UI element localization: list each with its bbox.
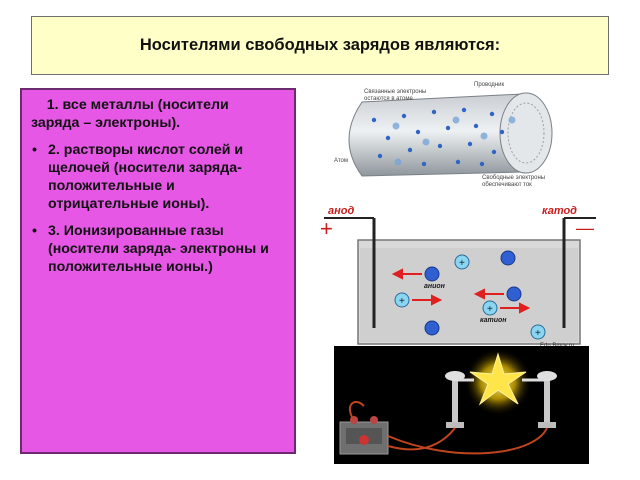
list-item-text: 2. растворы кислот солей и щелочей (носи… [48,142,244,212]
electrolysis-svg: анод катод + — + + + + анион катион Edu.… [320,205,596,349]
list-item: • 3. Ионизированные газы (носители заряд… [32,222,286,276]
svg-text:+: + [459,258,465,269]
label-conductor: Проводник [474,82,504,88]
minus-sign: — [576,218,594,238]
lead-text: 1. все металлы (носители заряда – электр… [31,97,245,131]
wire-loop [348,401,365,421]
svg-text:+: + [535,328,541,339]
metal-wire-illustration: Проводник Связанные электроны остаются в… [322,80,588,192]
label-atom: Атом [334,158,348,164]
power-source-icon [339,416,389,455]
list-item-text: 3. Ионизированные газы (носители заряда-… [48,223,269,275]
svg-text:+: + [487,304,493,315]
list-item: • 2. растворы кислот солей и щелочей (но… [32,141,286,213]
content-box: 1. все металлы (носители заряда – электр… [20,88,296,454]
electrolysis-illustration: анод катод + — + + + + анион катион Edu.… [314,200,602,350]
anode-label: анод [328,205,354,217]
cations-label: катион [480,317,507,324]
label-bound-1: Связанные электроны [364,89,426,95]
svg-text:+: + [399,296,405,307]
slide-title: Носителями свободных зарядов являются: [139,36,501,54]
plus-sign: + [320,216,333,241]
label-free-2: обеспечивают ток [482,182,532,188]
ion-arrows [391,268,531,314]
wire-inner-end [507,102,545,164]
bullet-icon: • [32,142,37,158]
title-box: Носителями свободных зарядов являются: [31,16,609,75]
ion-markers: + + + + [394,250,546,340]
gas-discharge-illustration [334,346,589,464]
electron-dots [371,107,505,167]
bullet-list: • 2. растворы кислот солей и щелочей (но… [31,141,286,276]
anions-label: анион [424,283,446,290]
spark-icon [469,352,527,406]
label-free-1: Свободные электроны [482,175,545,181]
right-electrode [522,371,557,428]
left-electrode [445,371,474,428]
wire-svg: Проводник Связанные электроны остаются в… [334,82,553,188]
cathode-label: катод [542,205,577,217]
wire-left [387,427,456,451]
wire-right [387,427,548,455]
atom-dots [392,116,516,166]
bullet-icon: • [32,223,37,239]
spark-svg [339,348,557,455]
label-bound-2: остаются в атоме [364,96,414,102]
